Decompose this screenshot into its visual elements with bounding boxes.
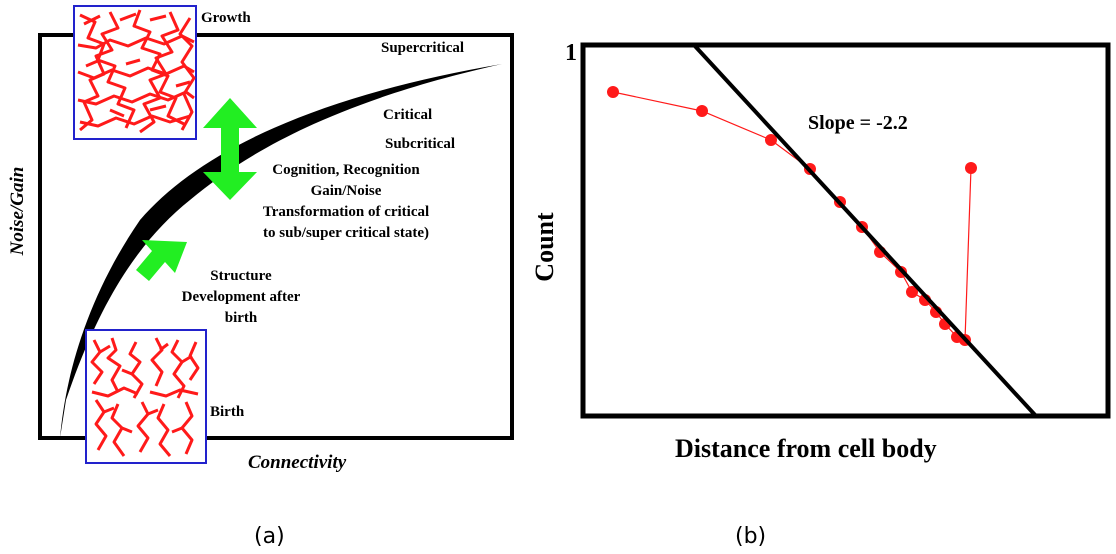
slope-label: Slope = -2.2 — [808, 112, 908, 134]
panel-a-caption: (a) — [254, 524, 285, 549]
critical-label: Critical — [383, 107, 433, 123]
cognition-line-3: Transformation of critical — [262, 204, 430, 220]
data-point — [834, 196, 846, 208]
supercritical-label: Supercritical — [381, 40, 465, 56]
structure-line-3: birth — [224, 310, 258, 326]
structure-line-1: Structure — [210, 268, 272, 284]
subcritical-label: Subcritical — [385, 136, 455, 152]
panel-b-frame — [580, 42, 1111, 419]
growth-label: Growth — [201, 10, 251, 26]
data-series — [607, 86, 977, 346]
data-point — [919, 294, 931, 306]
panel-a-diagram — [38, 5, 514, 464]
data-point — [874, 246, 886, 258]
data-point — [607, 86, 619, 98]
panel-a-y-label: Noise/Gain — [7, 166, 28, 256]
data-point — [959, 334, 971, 346]
growth-network — [77, 9, 196, 134]
data-point — [765, 134, 777, 146]
structure-label: Structure Development after birth — [170, 266, 312, 329]
data-point — [965, 162, 977, 174]
panel-a-frame — [38, 33, 514, 440]
cognition-line-4: to sub/super critical state) — [263, 225, 429, 241]
data-point — [804, 163, 816, 175]
fit-line — [692, 43, 1038, 418]
diagonal-arrow — [136, 240, 187, 281]
data-point — [895, 266, 907, 278]
panel-b-y-tick-top: 1 — [565, 40, 577, 66]
data-point — [856, 221, 868, 233]
double-arrow — [203, 98, 257, 200]
birth-label: Birth — [210, 404, 245, 420]
panel-b-x-label: Distance from cell body — [675, 434, 937, 463]
structure-line-2: Development after — [181, 289, 301, 305]
data-point — [906, 286, 918, 298]
cognition-label: Cognition, Recognition Gain/Noise Transf… — [246, 160, 446, 244]
cognition-line-2: Gain/Noise — [310, 183, 382, 199]
cognition-line-1: Cognition, Recognition — [272, 162, 420, 178]
data-point — [939, 318, 951, 330]
data-point — [951, 331, 963, 343]
critical-band — [60, 64, 502, 438]
panel-a-x-label: Connectivity — [248, 452, 347, 473]
series-connector — [612, 91, 972, 341]
panel-b-caption: (b) — [735, 524, 767, 549]
data-point — [696, 105, 708, 117]
panel-b-y-label: Count — [530, 212, 559, 282]
data-point — [930, 306, 942, 318]
birth-network — [90, 337, 200, 457]
